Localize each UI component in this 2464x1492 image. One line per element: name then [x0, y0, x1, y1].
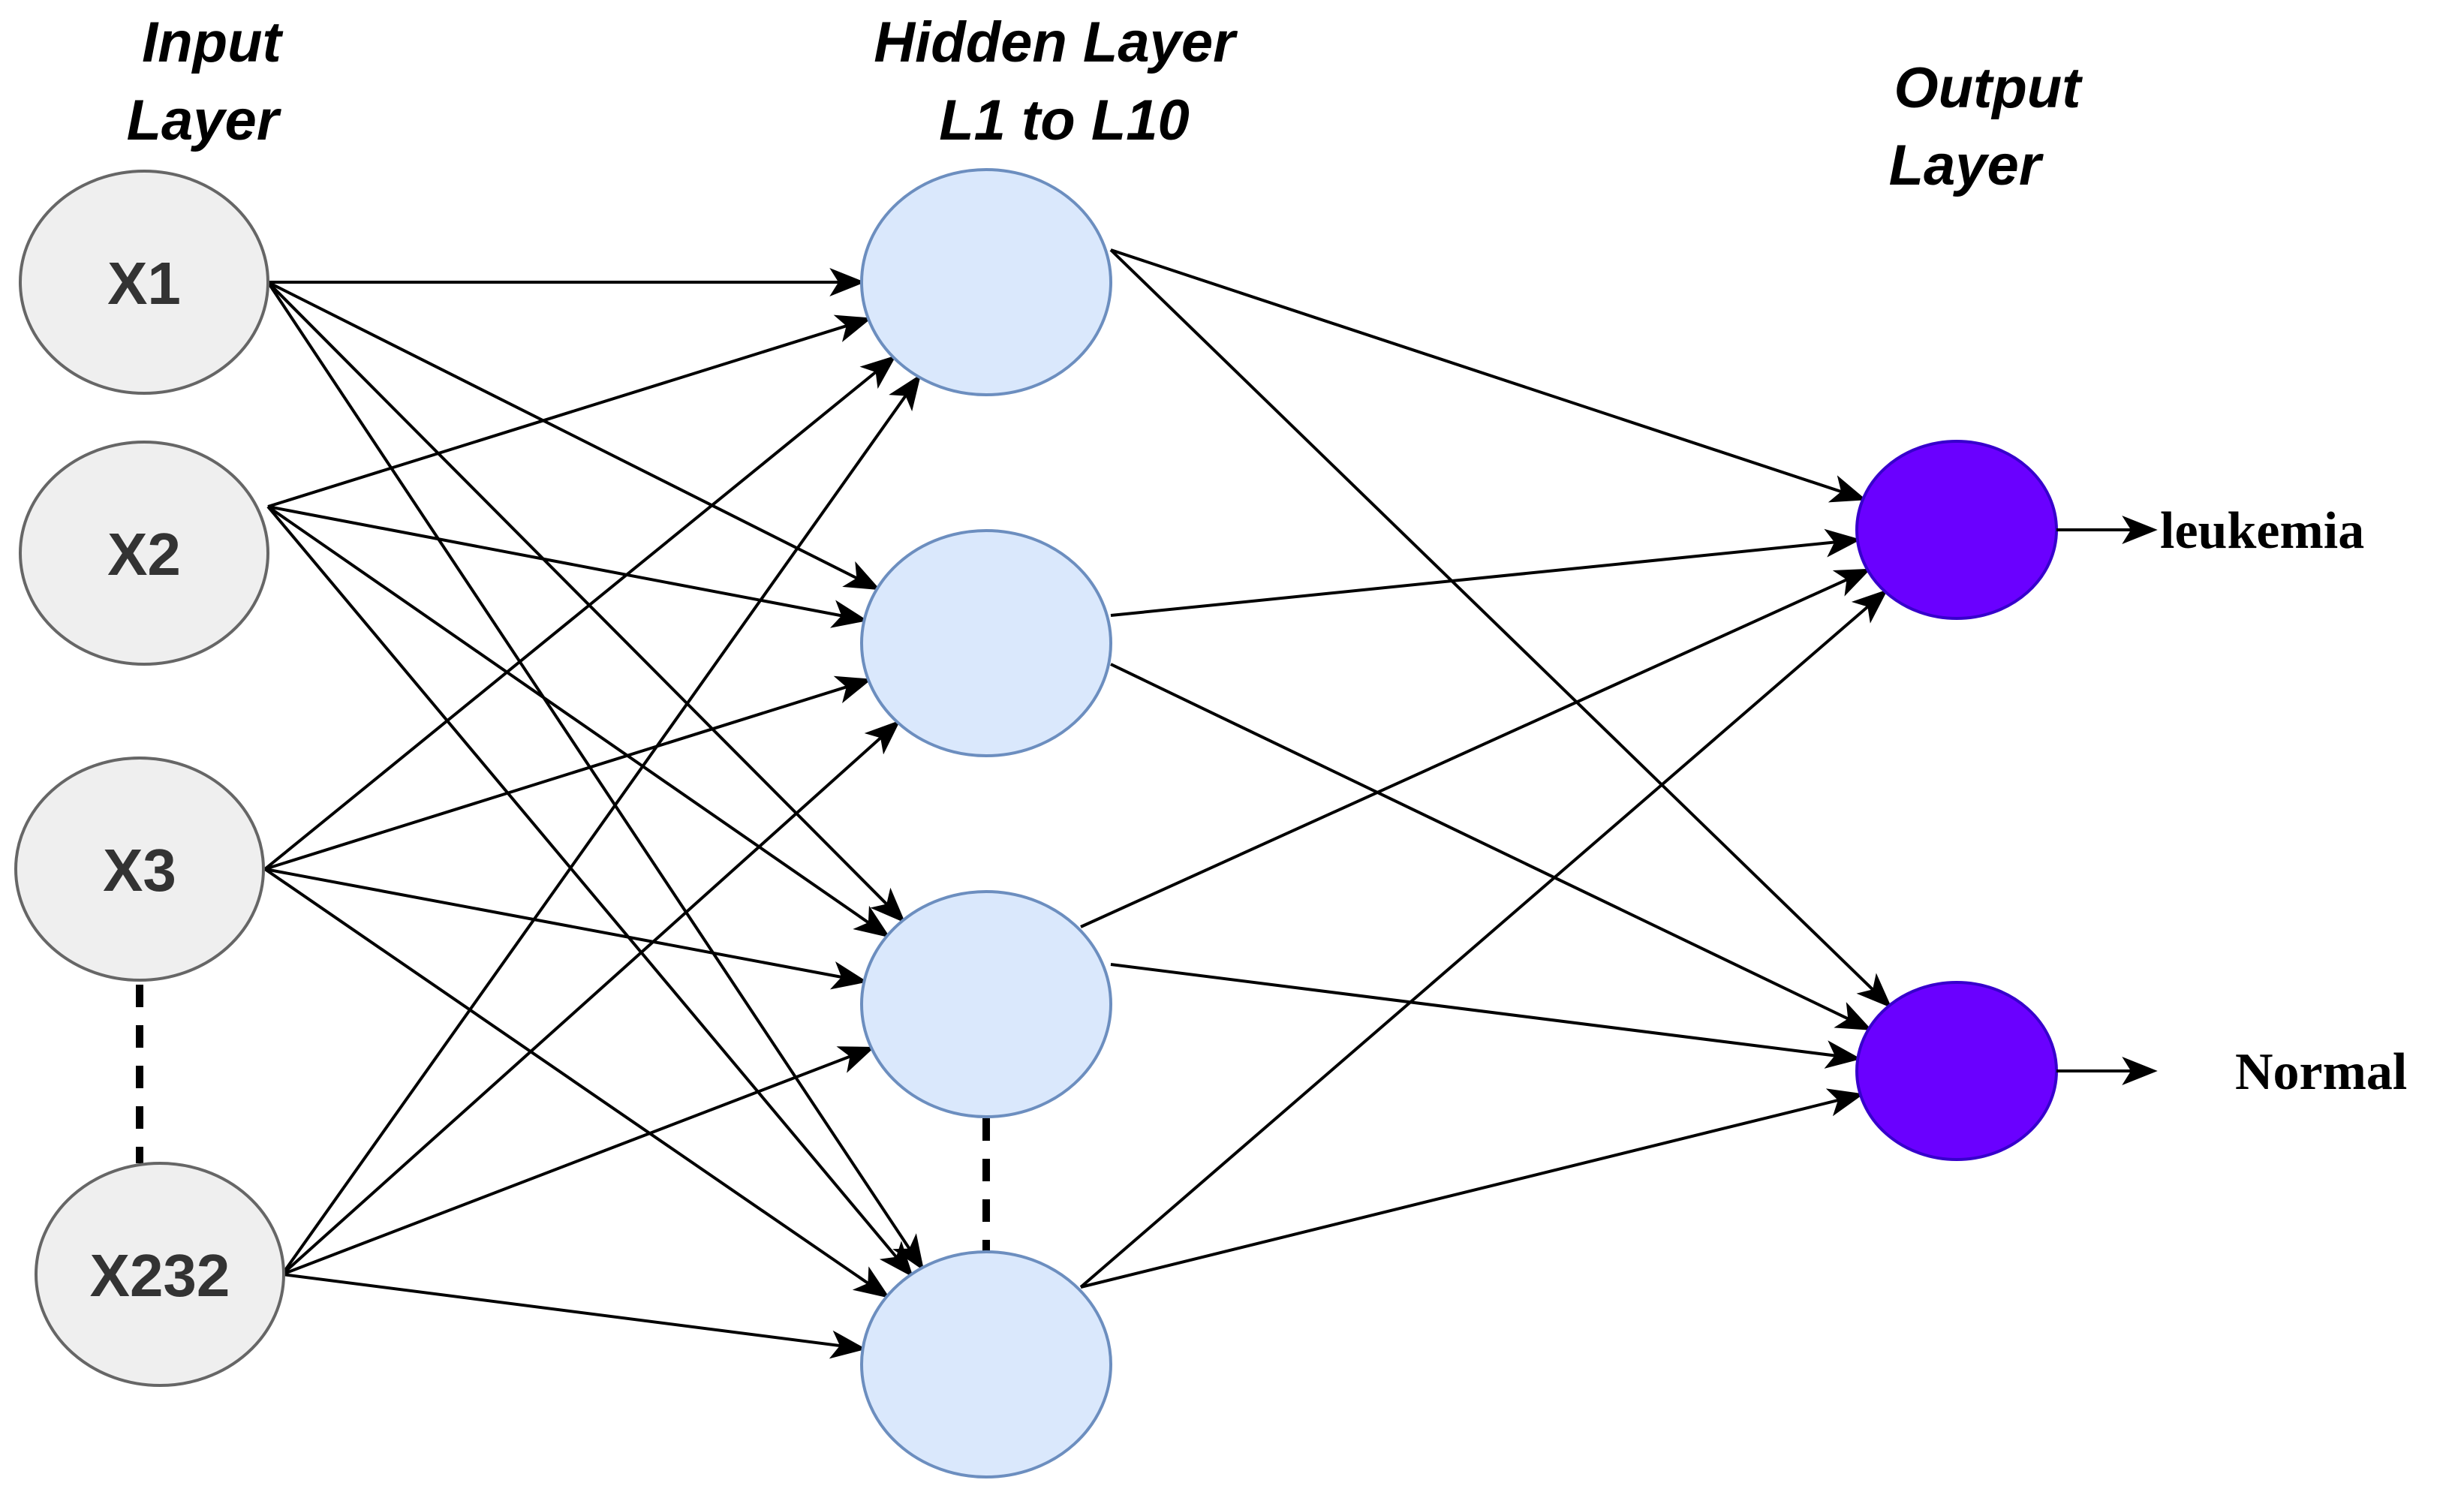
edge-input3-hidden2 [264, 675, 872, 871]
hidden-node-3 [860, 890, 1112, 1118]
connections [263, 248, 1892, 1359]
edge-hidden4-output2 [1080, 1088, 1864, 1289]
edge-input2-hidden4 [266, 505, 913, 1278]
hidden-node-4 [860, 1250, 1112, 1478]
input-node-x232: X232 [35, 1162, 285, 1387]
edge-input4-hidden1 [281, 374, 922, 1276]
edge-input1-hidden3 [266, 281, 906, 923]
input-node-x3: X3 [14, 757, 265, 982]
edge-input3-hidden1 [263, 355, 897, 871]
output-layer-title-line2: Layer [1889, 134, 2044, 197]
edge-input4-hidden4 [281, 1273, 867, 1359]
edge-hidden3-output2 [1110, 963, 1862, 1069]
input-layer-title-line1: Input [142, 11, 283, 74]
edge-input2-hidden2 [267, 505, 868, 628]
hidden-layer-title-line1: Hidden Layer [874, 11, 1238, 74]
hidden-node-2 [860, 529, 1112, 757]
input-node-x3-label: X3 [103, 837, 176, 904]
input-node-x232-circle [35, 1162, 285, 1387]
input-layer-title-line2: Layer [127, 89, 282, 152]
edge-input4-hidden3 [281, 1046, 875, 1276]
edge-input4-hidden2 [281, 720, 901, 1276]
edge-input2-hidden1 [267, 314, 872, 508]
input-node-x1-circle [19, 170, 269, 395]
output-label-normal: Normal [2235, 1043, 2407, 1101]
hidden-layer-title-line2: L1 to L10 [939, 89, 1190, 152]
edge-input2-hidden3 [266, 505, 891, 938]
hidden-node-1 [860, 168, 1112, 396]
input-node-x2-label: X2 [107, 521, 181, 588]
edge-hidden1-output1 [1110, 248, 1867, 503]
input-node-x1-label: X1 [107, 250, 181, 317]
input-node-x3-circle [14, 757, 265, 982]
output-node-leukemia [1855, 440, 2058, 620]
edge-input1-hidden2 [267, 281, 881, 591]
input-node-x232-label: X232 [90, 1242, 230, 1309]
output-node-normal [1855, 981, 2058, 1161]
input-node-x1: X1 [19, 170, 269, 395]
input-node-x2-circle [19, 441, 269, 666]
output-layer-title-line1: Output [1894, 56, 2083, 120]
edge-input1-hidden4 [266, 281, 925, 1271]
output-label-leukemia: leukemia [2160, 502, 2364, 560]
edge-hidden3-output1 [1080, 568, 1871, 928]
edge-hidden1-output2 [1109, 248, 1892, 1009]
edge-hidden2-output1 [1110, 528, 1861, 617]
input-node-x2: X2 [19, 441, 269, 666]
edge-input3-hidden4 [263, 868, 890, 1298]
edge-hidden4-output1 [1079, 589, 1888, 1289]
edge-hidden2-output2 [1110, 663, 1873, 1030]
edge-input3-hidden3 [264, 868, 868, 990]
